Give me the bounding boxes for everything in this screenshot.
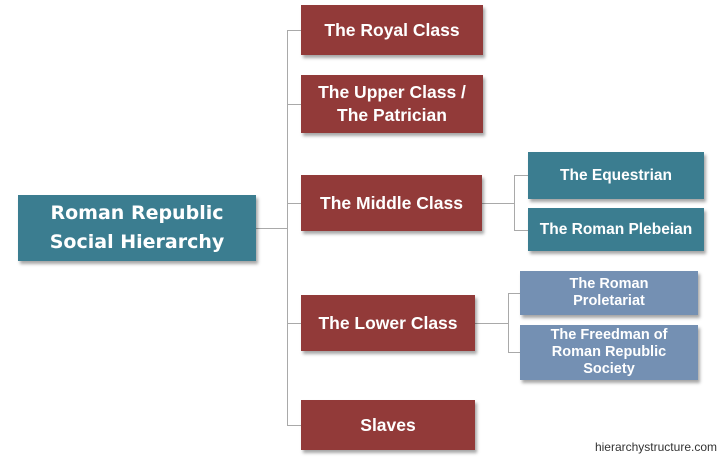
- node-slaves: Slaves: [301, 400, 475, 450]
- connector-proletariat: [508, 293, 520, 294]
- connector-slaves: [287, 425, 301, 426]
- root-node: Roman Republic Social Hierarchy: [18, 195, 256, 261]
- node-freedman: The Freedman of Roman Republic Society: [520, 325, 698, 380]
- connector-lower-spine: [508, 293, 509, 353]
- connector-freedman: [508, 352, 520, 353]
- connector-spine: [287, 30, 288, 425]
- connector-lower: [287, 323, 301, 324]
- connector-root: [256, 228, 288, 229]
- connector-middle: [287, 203, 301, 204]
- node-equestrian: The Equestrian: [528, 152, 704, 199]
- node-middle-class: The Middle Class: [301, 175, 482, 231]
- node-royal-class: The Royal Class: [301, 5, 483, 55]
- node-roman-plebeian: The Roman Plebeian: [528, 208, 704, 251]
- connector-lower-out: [475, 323, 508, 324]
- connector-equestrian: [514, 175, 528, 176]
- node-roman-proletariat: The Roman Proletariat: [520, 271, 698, 315]
- node-lower-class: The Lower Class: [301, 295, 475, 351]
- connector-upper: [287, 104, 301, 105]
- node-upper-class: The Upper Class / The Patrician: [301, 75, 483, 133]
- connector-royal: [287, 30, 301, 31]
- connector-middle-spine: [514, 175, 515, 231]
- watermark: hierarchystructure.com: [594, 440, 717, 454]
- connector-plebeian: [514, 230, 528, 231]
- connector-middle-out: [482, 203, 514, 204]
